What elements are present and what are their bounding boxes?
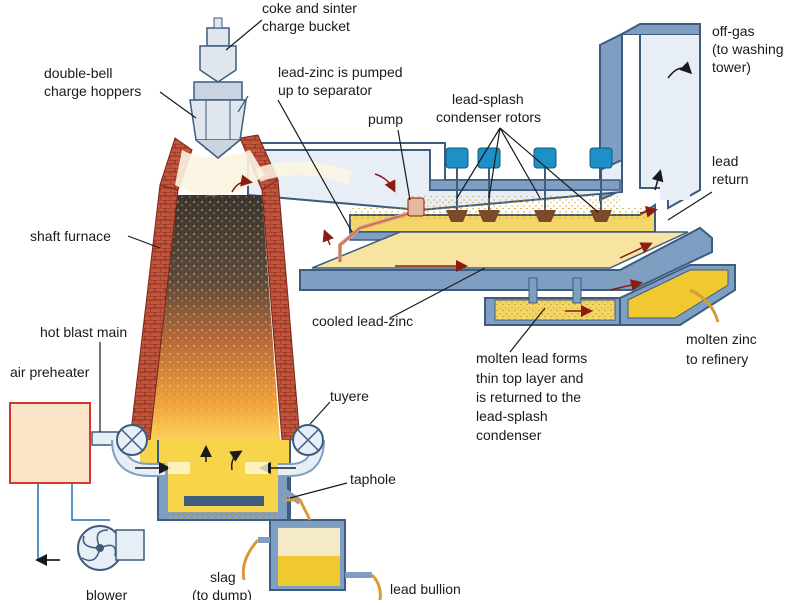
separator-tanks <box>484 264 736 326</box>
label-pump: pump <box>368 111 403 127</box>
label-molten-lead-5: condenser <box>476 427 542 443</box>
label-pumped-1: lead-zinc is pumped <box>278 64 403 80</box>
label-molten-lead-2: thin top layer and <box>476 370 583 386</box>
label-lead-bullion: lead bullion <box>390 581 461 597</box>
label-molten-lead-4: lead-splash <box>476 408 548 424</box>
label-lead-return-1: lead <box>712 153 738 169</box>
label-molten-zinc-2: to refinery <box>686 351 748 367</box>
condenser-rotors <box>410 147 620 222</box>
label-tuyere: tuyere <box>330 388 369 404</box>
labels: coke and sinter charge bucket double-bel… <box>10 0 784 603</box>
rotor-4 <box>589 147 613 222</box>
label-offgas-3: tower) <box>712 59 751 75</box>
label-lead-return-2: return <box>712 171 749 187</box>
air-preheater <box>9 402 110 566</box>
label-molten-zinc-1: molten zinc <box>686 331 757 347</box>
offgas-flue <box>599 23 701 210</box>
label-slag-1: slag <box>210 569 236 585</box>
label-molten-lead-3: is returned to the <box>476 389 581 405</box>
label-coke-charge-2: charge bucket <box>262 18 350 34</box>
label-cooled: cooled lead-zinc <box>312 313 413 329</box>
label-pumped-2: up to separator <box>278 82 373 98</box>
label-molten-lead-1: molten lead forms <box>476 350 587 366</box>
label-blower: blower <box>86 587 128 600</box>
charge-hoppers <box>189 17 249 159</box>
label-shaft-furnace: shaft furnace <box>30 228 111 244</box>
bullion-ladle <box>241 485 382 601</box>
label-hoppers-1: double-bell <box>44 65 113 81</box>
hot-blast-system <box>91 424 325 477</box>
cooled-trough <box>299 226 713 291</box>
shaft-furnace <box>129 134 353 521</box>
label-offgas-1: off-gas <box>712 23 755 39</box>
label-rotors-1: lead-splash <box>452 91 524 107</box>
label-offgas-2: (to washing <box>712 41 784 57</box>
label-coke-charge-1: coke and sinter <box>262 0 357 16</box>
label-air-preheater: air preheater <box>10 364 90 380</box>
label-hoppers-2: charge hoppers <box>44 83 141 99</box>
label-taphole: taphole <box>350 471 396 487</box>
label-hot-blast: hot blast main <box>40 324 127 340</box>
label-slag-2: (to dump) <box>192 587 252 600</box>
label-rotors-2: condenser rotors <box>436 109 541 125</box>
blower <box>77 525 145 571</box>
leader-lines <box>99 19 713 499</box>
pump-assembly <box>322 173 658 262</box>
